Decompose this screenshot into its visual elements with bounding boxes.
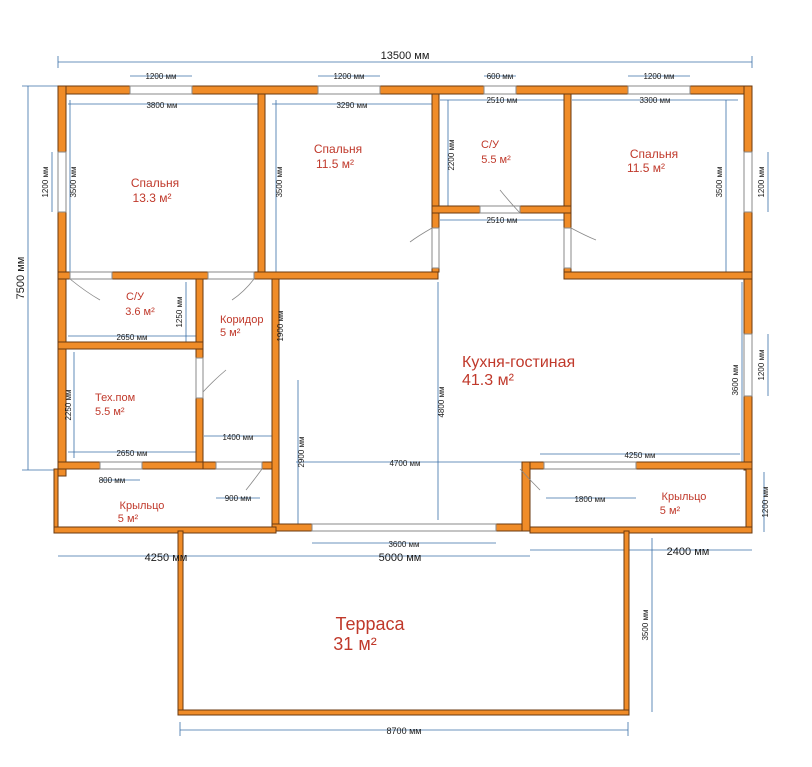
dimension-labels: 13500 мм 7500 мм 1200 мм 1200 мм 600 мм … [15,50,770,736]
door-swings [69,189,597,491]
bedroom1-name: Спальня [131,176,179,190]
dim-bath1-w2: 2510 мм [486,216,517,225]
porch1-name: Крыльцо [120,500,165,512]
dim-bed3-h: 3500 мм [715,166,724,197]
bedroom2-name: Спальня [314,142,362,156]
bedroom3-area: 11.5 м² [627,161,665,175]
porch2-name: Крыльцо [662,491,707,503]
dim-win-top2: 1200 мм [333,72,364,81]
tech-name: Тех.пом [95,392,135,404]
windows [57,85,753,532]
dim-corr-w: 1400 мм [222,433,253,442]
bedroom2-area: 11.5 м² [316,157,354,171]
dim-porch2-h: 1200 мм [761,486,770,517]
dim-right-w: 4250 мм [624,451,655,460]
tech-area: 5.5 м² [95,406,125,418]
dim-win-b3: 1800 мм [574,495,605,504]
dimension-lines [22,56,769,736]
dim-bed2-w: 3290 мм [336,101,367,110]
bath1-area: 5.5 м² [481,154,511,166]
corridor-area: 5 м² [220,327,241,339]
dim-bed2-h: 3500 мм [275,166,284,197]
terrace-name: Терраса [335,614,405,634]
room-labels: Спальня 13.3 м² Спальня 11.5 м² С/У 5.5 … [95,139,706,654]
dim-bed3-w: 3300 мм [639,96,670,105]
dim-porch2-w: 2400 мм [667,546,710,558]
dim-terr-w: 8700 мм [387,726,422,736]
bedroom1-area: 13.3 м² [133,191,172,205]
dim-win-right1: 1200 мм [757,166,766,197]
dim-mid-w: 5000 мм [379,552,422,564]
porch1-area: 5 м² [118,513,139,525]
dim-kitchen-h2: 3600 мм [731,364,740,395]
bath1-name: С/У [481,139,500,151]
dim-kitchen-w: 4700 мм [389,459,420,468]
dim-corr-h: 1900 мм [276,310,285,341]
dim-bath2-w: 2650 мм [116,333,147,342]
dim-win-b2: 900 мм [225,494,252,503]
bath2-area: 3.6 м² [125,306,155,318]
terrace-area: 31 м² [333,634,376,654]
kitchen-name: Кухня-гостиная [462,354,575,371]
dim-win-b4: 3600 мм [388,540,419,549]
dim-win-left1: 1200 мм [41,166,50,197]
dim-total-width: 13500 мм [381,50,430,62]
kitchen-area: 41.3 м² [462,372,515,389]
dim-bed1-h: 3500 мм [69,166,78,197]
dim-bed1-w: 3800 мм [146,101,177,110]
dim-win-right2: 1200 мм [757,349,766,380]
dim-tech-h: 2250 мм [64,389,73,420]
dim-bath1-w: 2510 мм [486,96,517,105]
dim-bath2-h: 1250 мм [175,296,184,327]
dim-win-b1: 800 мм [99,476,126,485]
dim-hall-h: 2900 мм [297,436,306,467]
dim-win-top1: 1200 мм [145,72,176,81]
dim-bath1-h: 2200 мм [447,139,456,170]
bath2-name: С/У [126,291,145,303]
dim-porch1-w: 4250 мм [145,552,188,564]
dim-terr-h: 3500 мм [641,609,650,640]
dim-total-height: 7500 мм [15,257,27,300]
dim-tech-w: 2650 мм [116,449,147,458]
corridor-name: Коридор [220,314,263,326]
porch2-area: 5 м² [660,505,681,517]
dim-win-top4: 1200 мм [643,72,674,81]
dim-win-top3: 600 мм [487,72,514,81]
bedroom3-name: Спальня [630,147,678,161]
dim-kitchen-h: 4800 мм [437,386,446,417]
